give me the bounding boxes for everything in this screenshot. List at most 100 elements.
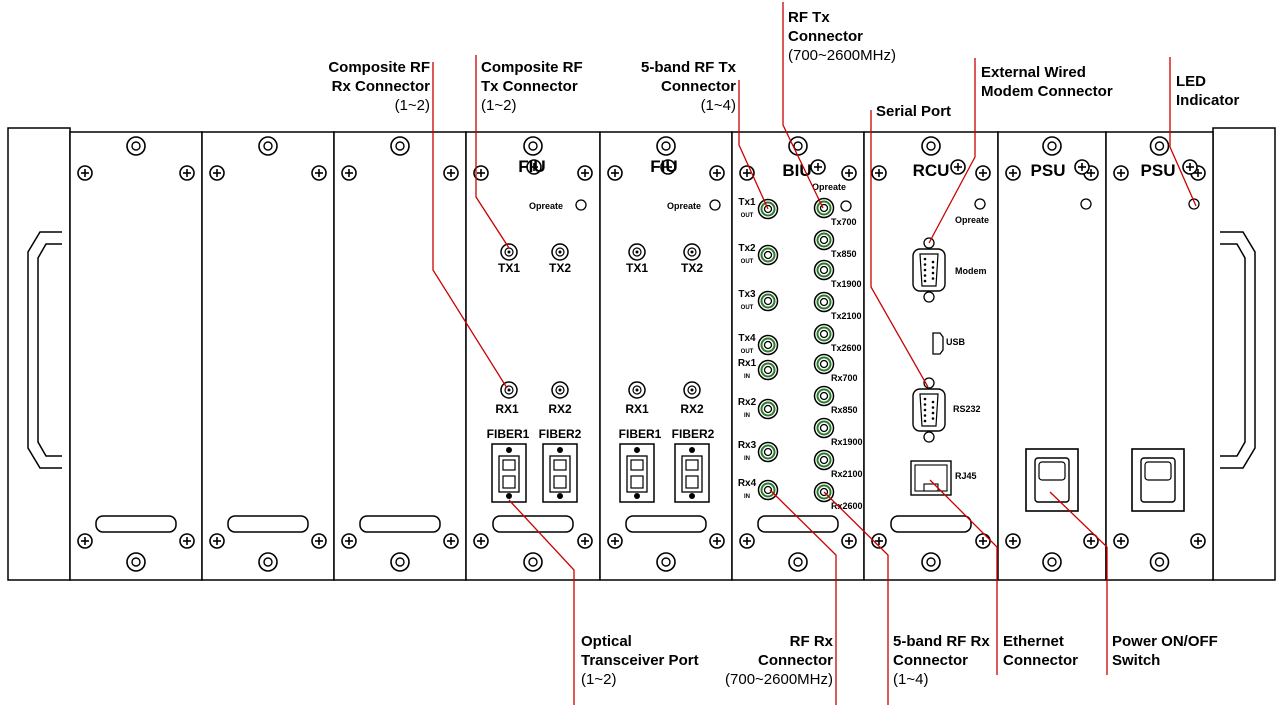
callout-title-line: External Wired xyxy=(981,64,1086,81)
led-indicator xyxy=(1188,198,1200,210)
port-Tx2600 xyxy=(813,323,835,345)
module-panel xyxy=(201,131,335,581)
biu-port-name: Rx4 xyxy=(738,478,757,489)
top-knob xyxy=(921,136,941,156)
panel-screw xyxy=(1005,533,1021,549)
port-Rx2 xyxy=(757,398,779,420)
callout-range: (1~4) xyxy=(893,671,929,688)
panel-screw xyxy=(179,165,195,181)
leader-ext-modem xyxy=(928,58,976,244)
top-knob xyxy=(788,136,808,156)
callout-ext-modem: External Wired Modem Connector xyxy=(981,63,1113,101)
callout-title-line: Connector xyxy=(893,652,968,669)
bottom-knob xyxy=(788,552,808,572)
biu-band-label: Tx1900 xyxy=(831,279,862,289)
port-Tx4 xyxy=(757,334,779,356)
biu-port-dir: IN xyxy=(744,374,750,380)
callout-serial-port: Serial Port xyxy=(876,102,951,121)
module-panel xyxy=(465,131,601,581)
module-title-fiu-2: FIU xyxy=(650,157,677,176)
port-Tx2100 xyxy=(813,291,835,313)
bottom-knob xyxy=(523,552,543,572)
led-indicator xyxy=(1080,198,1092,210)
biu-port-labels: Tx1OUTTx2OUTTx3OUTTx4OUTRx1INRx2INRx3INR… xyxy=(738,197,863,511)
modem-connector xyxy=(912,237,946,303)
port-Rx850 xyxy=(813,385,835,407)
tx1-connector xyxy=(628,243,646,261)
title-screw xyxy=(810,159,826,175)
rx1-connector xyxy=(500,381,518,399)
port-Tx3 xyxy=(757,290,779,312)
panel-screw xyxy=(1005,165,1021,181)
module-panel xyxy=(69,131,203,581)
callout-5band-tx: 5-band RF Tx Connector (1~4) xyxy=(641,58,736,115)
fiu2-fiber1-label: FIBER1 xyxy=(619,427,662,441)
panel-screw xyxy=(443,533,459,549)
module-panel xyxy=(333,131,467,581)
leader-serial-port xyxy=(870,110,929,388)
callout-title-line: Connector xyxy=(1003,652,1078,669)
biu-port-dir: OUT xyxy=(741,259,754,265)
panel-screw xyxy=(311,533,327,549)
leader-ethernet xyxy=(929,479,998,675)
fiu2-rx1-label: RX1 xyxy=(625,402,649,416)
callout-led: LED Indicator xyxy=(1176,72,1239,110)
biu-port-name: Rx1 xyxy=(738,358,757,369)
fiu1-operate-label: Opreate xyxy=(529,201,563,211)
rx1-connector xyxy=(628,381,646,399)
panel-screw xyxy=(77,165,93,181)
panel-screw xyxy=(871,165,887,181)
tx1-connector xyxy=(500,243,518,261)
callout-optical: Optical Transceiver Port (1~2) xyxy=(581,632,699,689)
panel-screw xyxy=(739,533,755,549)
rcu-operate-label: Opreate xyxy=(955,215,989,225)
module-panel xyxy=(997,131,1107,581)
biu-band-label: Tx2600 xyxy=(831,343,862,353)
rcu-rj45-label: RJ45 xyxy=(955,471,977,481)
biu-port-name: Tx1 xyxy=(738,197,756,208)
fiu1-fiber2-label: FIBER2 xyxy=(539,427,582,441)
module-panel xyxy=(599,131,733,581)
panel-slot xyxy=(359,515,441,533)
panel-screw xyxy=(709,165,725,181)
biu-band-label: Rx850 xyxy=(831,405,858,415)
panel-screw xyxy=(341,533,357,549)
fiu-ports-2 xyxy=(619,159,721,503)
leader-optical xyxy=(508,499,575,705)
callout-title-line: Connector xyxy=(788,28,863,45)
panel-screw xyxy=(577,165,593,181)
callout-title-line: 5-band RF Tx xyxy=(640,59,736,76)
leader-5band-rx xyxy=(823,491,889,705)
panel-screw xyxy=(311,165,327,181)
fiu1-tx1-label: TX1 xyxy=(498,261,520,275)
panel-slot xyxy=(95,515,177,533)
psu-2 xyxy=(1131,159,1200,512)
callout-title-line: Switch xyxy=(1112,652,1161,669)
rx2-connector xyxy=(683,381,701,399)
biu-band-label: Tx700 xyxy=(831,217,857,227)
panel-screw xyxy=(975,165,991,181)
bottom-knob xyxy=(1042,552,1062,572)
panel-screw xyxy=(607,165,623,181)
module-titles: FIU FIU BIU RCU PSU PSU xyxy=(518,157,1175,180)
port-Rx700 xyxy=(813,353,835,375)
fiu2-tx2-label: TX2 xyxy=(681,261,703,275)
leader-led xyxy=(1169,57,1197,207)
panel-screw xyxy=(975,533,991,549)
title-screw xyxy=(1182,159,1198,175)
callout-composite-rx: Composite RF Rx Connector (1~2) xyxy=(328,58,430,115)
panel-screw xyxy=(209,165,225,181)
callout-title-line: RF Tx xyxy=(788,9,830,26)
callout-title-line: Serial Port xyxy=(876,103,952,120)
rack-chassis xyxy=(7,127,1276,581)
fiu-ports-1 xyxy=(491,159,587,503)
rcu-rs232-label: RS232 xyxy=(953,404,981,414)
bottom-knob xyxy=(656,552,676,572)
callout-range: (1~2) xyxy=(394,97,430,114)
callout-title-line: Power ON/OFF xyxy=(1112,633,1218,650)
module-title-fiu-1: FIU xyxy=(518,157,545,176)
fiber-port xyxy=(674,443,710,503)
biu-module xyxy=(757,159,852,503)
fiu-modules xyxy=(491,159,721,503)
bottom-knob xyxy=(258,552,278,572)
